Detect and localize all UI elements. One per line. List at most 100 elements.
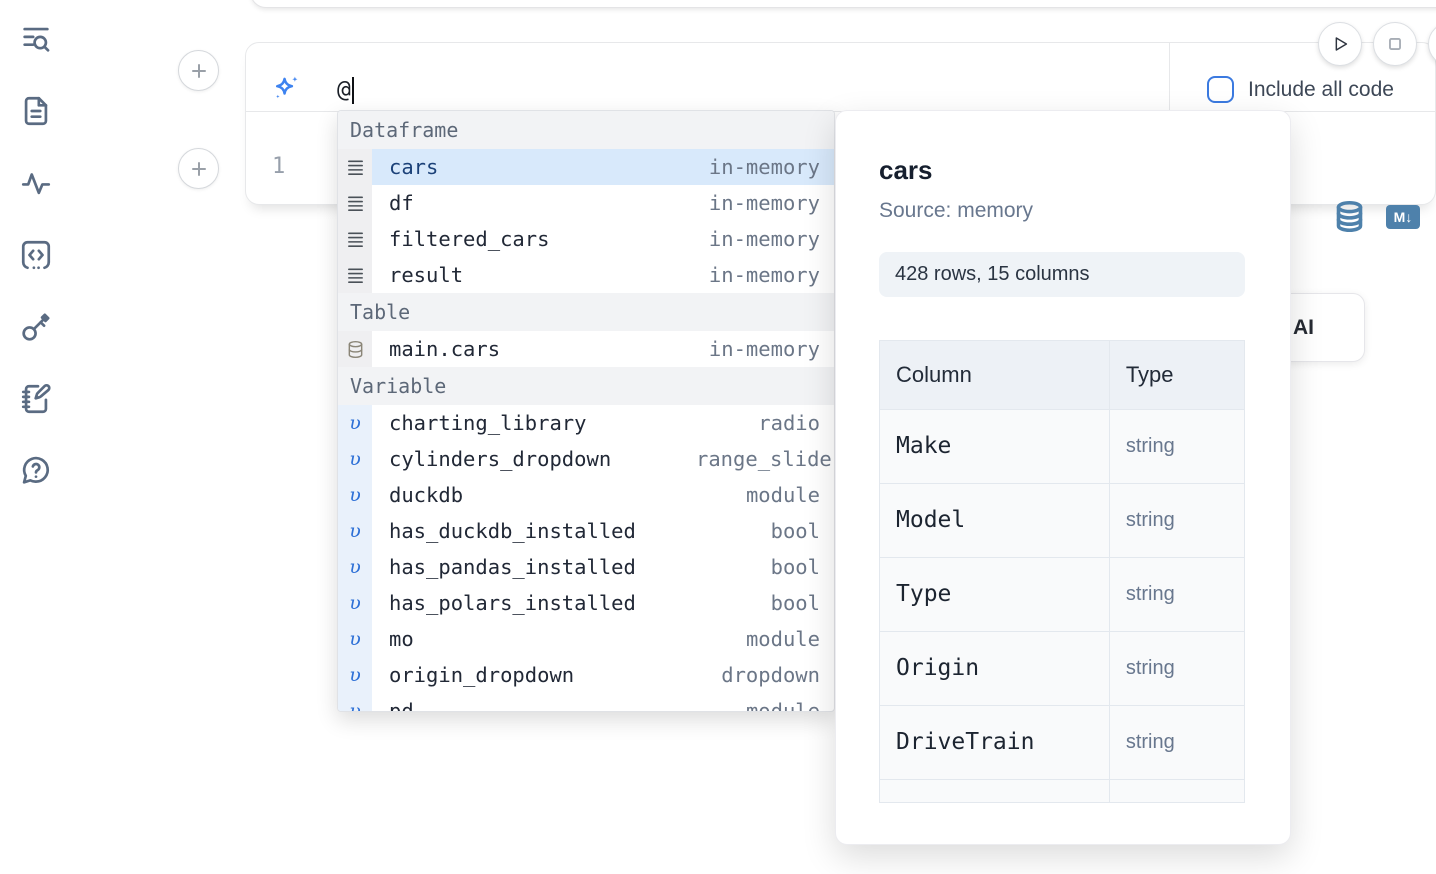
sparkles-icon [271, 73, 302, 104]
completion-name: result [389, 263, 464, 287]
completion-type: bool [770, 591, 820, 615]
previous-cell-bottom [250, 0, 1436, 8]
autocomplete-item[interactable]: main.cars in-memory [338, 331, 834, 367]
column-type: string [1125, 508, 1175, 531]
text-cursor [351, 76, 355, 104]
variable-icon: υ [349, 556, 361, 578]
completion-name: cars [389, 155, 439, 179]
database-icon[interactable] [1333, 200, 1366, 233]
completion-type: module [745, 627, 820, 651]
completion-name: pd [389, 699, 414, 712]
completion-type: bool [770, 555, 820, 579]
add-cell-button-middle[interactable] [178, 148, 219, 189]
ai-prompt-input[interactable]: @ [337, 76, 355, 104]
variable-icon: υ [349, 700, 361, 712]
completion-name: cylinders_dropdown [389, 447, 612, 471]
schema-table-row: Make string [880, 408, 1244, 483]
stop-icon [1389, 38, 1401, 50]
autocomplete-item[interactable]: υ mo module [338, 621, 834, 657]
completion-type: in-memory [708, 263, 820, 287]
completion-name: duckdb [389, 483, 464, 507]
sidebar-item-help[interactable] [19, 454, 53, 488]
variable-icon: υ [349, 448, 361, 470]
column-name: Model [896, 507, 966, 533]
completion-type: radio [758, 411, 820, 435]
autocomplete-item[interactable]: result in-memory [338, 257, 834, 293]
column-name: Origin [896, 655, 980, 681]
schema-table-row: DriveTrain string [880, 704, 1244, 779]
variable-icon: υ [349, 484, 361, 506]
sidebar-item-search[interactable] [19, 22, 53, 56]
sidebar-item-snippets[interactable] [19, 238, 53, 272]
line-number: 1 [272, 154, 286, 179]
column-type: string [1125, 582, 1175, 605]
completion-name: origin_dropdown [389, 663, 575, 687]
plus-icon [191, 63, 206, 78]
notebook-pen-icon [21, 383, 51, 414]
sidebar-item-activity[interactable] [19, 166, 53, 200]
variable-icon: υ [349, 664, 361, 686]
schema-table-row: Model string [880, 482, 1244, 557]
column-type: string [1125, 656, 1175, 679]
column-name: DriveTrain [896, 729, 1035, 755]
sidebar-item-secrets[interactable] [19, 310, 53, 344]
include-all-code-checkbox[interactable] [1207, 76, 1234, 103]
include-all-code-option[interactable]: Include all code [1169, 43, 1436, 112]
autocomplete-item[interactable]: cars in-memory [338, 149, 834, 185]
column-name: Make [896, 433, 952, 459]
completion-type: in-memory [708, 337, 820, 361]
dataframe-icon [347, 232, 363, 247]
completion-type: range_slider [696, 447, 834, 471]
stop-button[interactable] [1373, 22, 1417, 66]
autocomplete-item[interactable]: υ has_polars_installed bool [338, 585, 834, 621]
column-type: string [1125, 434, 1175, 457]
code-editor[interactable]: 1 M↓ [246, 112, 1435, 233]
run-cell-button[interactable] [1318, 22, 1362, 66]
column-name: Type [896, 581, 952, 607]
completion-name: df [389, 191, 414, 215]
autocomplete-section-header: Dataframe [338, 111, 834, 149]
include-all-code-label: Include all code [1248, 78, 1394, 101]
sidebar [0, 0, 72, 874]
table-icon [348, 340, 362, 358]
panel-stats-chip: 428 rows, 15 columns [879, 252, 1245, 297]
dataframe-icon [347, 160, 363, 175]
dataframe-preview-panel: cars Source: memory 428 rows, 15 columns… [835, 110, 1291, 845]
autocomplete-section-header: Variable [338, 367, 834, 405]
sidebar-item-scratchpad[interactable] [19, 382, 53, 416]
add-cell-button-top[interactable] [178, 50, 219, 91]
plus-icon [191, 161, 206, 176]
autocomplete-item[interactable]: υ origin_dropdown dropdown [338, 657, 834, 693]
markdown-icon[interactable]: M↓ [1386, 205, 1420, 229]
completion-type: dropdown [721, 663, 820, 687]
completion-name: has_duckdb_installed [389, 519, 636, 543]
variable-icon: υ [349, 628, 361, 650]
code-block-icon [21, 240, 51, 270]
completion-type: in-memory [708, 155, 820, 179]
list-search-icon [23, 27, 50, 52]
completion-name: has_polars_installed [389, 591, 636, 615]
variable-icon: υ [349, 592, 361, 614]
autocomplete-section-header: Table [338, 293, 834, 331]
panel-title: cars [879, 155, 933, 185]
file-text-icon [24, 96, 48, 126]
completion-name: main.cars [389, 337, 501, 361]
sidebar-item-files[interactable] [19, 94, 53, 128]
schema-table-header: Type [1109, 341, 1244, 409]
completion-name: mo [389, 627, 414, 651]
column-type: string [1125, 730, 1175, 753]
key-icon [22, 313, 50, 341]
variable-icon: υ [349, 520, 361, 542]
activity-icon [21, 173, 51, 195]
autocomplete-item[interactable]: υ cylinders_dropdown range_slider [338, 441, 834, 477]
completion-type: in-memory [708, 227, 820, 251]
variable-icon: υ [349, 412, 361, 434]
